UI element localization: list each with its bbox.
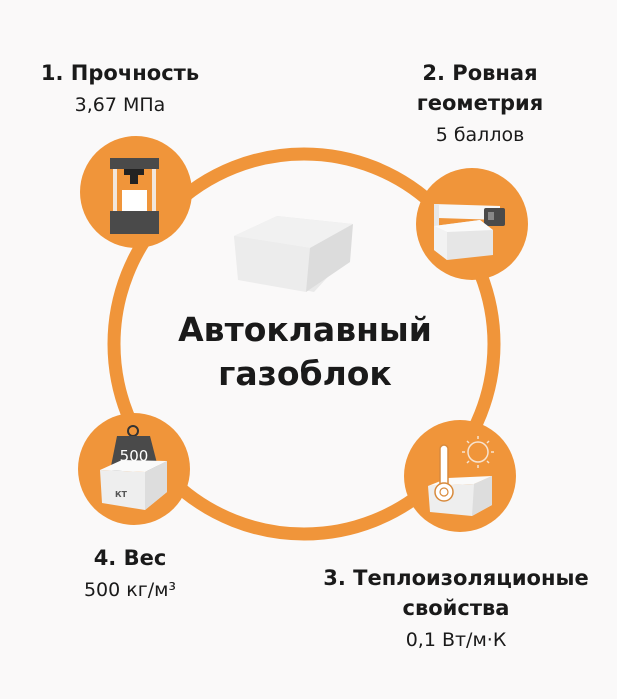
- property-thermal-title-line2: свойства: [402, 596, 510, 620]
- property-geometry-title-line2: геометрия: [416, 91, 544, 115]
- geometry-measure-icon: [416, 168, 528, 280]
- property-geometry-title-line1: 2. Ровная: [422, 61, 538, 85]
- property-thermal: 3. Теплоизоляционые свойства 0,1 Вт/м·К: [295, 563, 617, 655]
- property-weight: 4. Вес 500 кг/м³: [20, 543, 240, 605]
- center-block-image: [234, 216, 353, 292]
- block-label: КТ: [115, 490, 128, 499]
- main-ring: [107, 147, 501, 541]
- center-title-line2: газоблок: [218, 354, 392, 393]
- press-icon: [80, 136, 192, 248]
- property-weight-value: 500 кг/м³: [83, 579, 177, 601]
- weight-icon: 500 КТ: [78, 413, 190, 525]
- property-strength-value: 3,67 МПа: [74, 94, 166, 116]
- center-title-line1: Автоклавный: [178, 310, 432, 349]
- thermometer-sun-icon: [404, 420, 516, 532]
- property-geometry: 2. Ровная геометрия 5 баллов: [355, 58, 605, 150]
- property-weight-title: 4. Вес: [93, 546, 167, 570]
- property-strength: 1. Прочность 3,67 МПа: [10, 58, 230, 120]
- property-geometry-value: 5 баллов: [435, 124, 525, 146]
- center-title: Автоклавный газоблок: [140, 308, 470, 396]
- property-strength-title: 1. Прочность: [40, 61, 200, 85]
- property-thermal-value: 0,1 Вт/м·К: [405, 629, 507, 651]
- property-thermal-title-line1: 3. Теплоизоляционые: [323, 566, 589, 590]
